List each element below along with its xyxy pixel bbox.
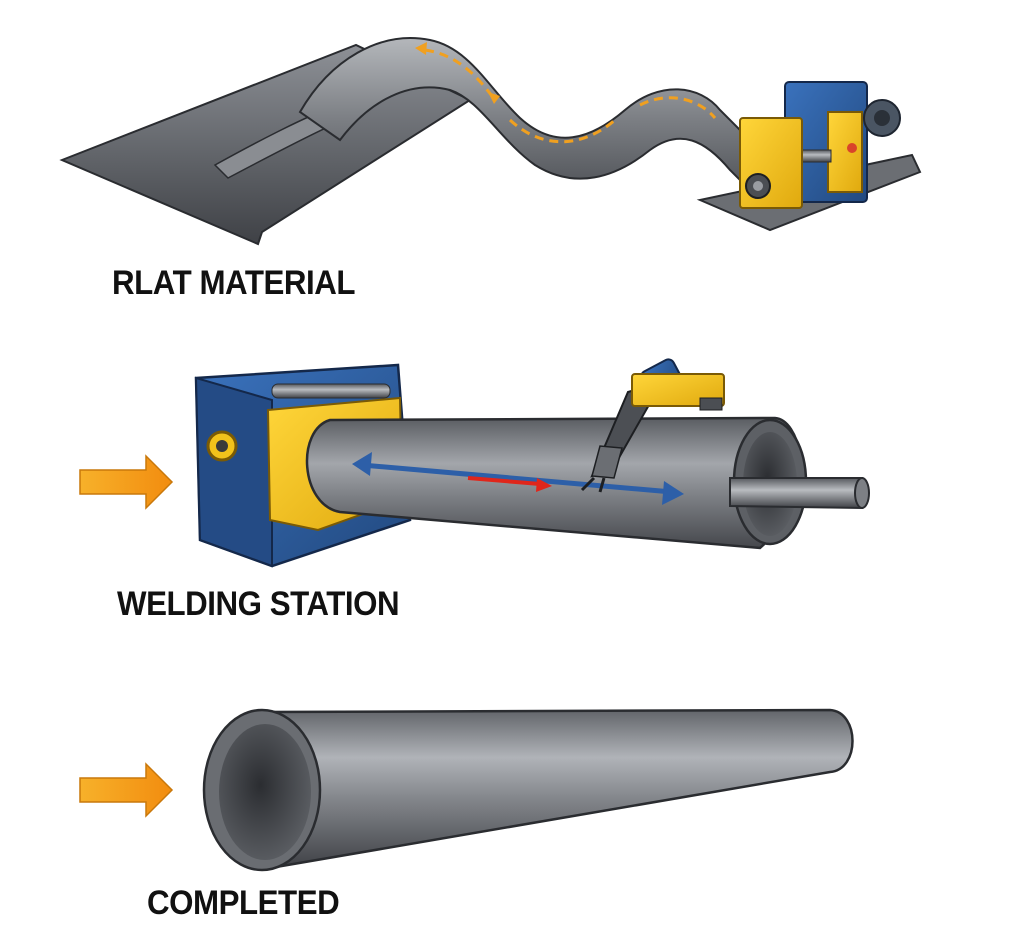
forming-machine-yellow-plate (827, 111, 863, 193)
mandrel-rod (729, 477, 863, 510)
flow-arrow-welding (79, 454, 174, 510)
caption-flat-material: RLAT MATERIAL (112, 264, 356, 302)
carriage-wheel (699, 397, 723, 411)
completed-pipe-illustration (79, 708, 854, 872)
caption-completed: COMPLETED (147, 884, 340, 922)
welding-torch-tip (591, 445, 623, 479)
housing-side (194, 376, 273, 568)
flow-arrow-completed (79, 762, 174, 818)
completed-pipe-bore (219, 724, 311, 860)
indicator-light (847, 143, 857, 153)
strip-arrow-head-2 (488, 92, 500, 104)
flat-material-illustration (59, 37, 922, 246)
motor-shaft (874, 110, 890, 126)
caption-welding-station: WELDING STATION (117, 585, 400, 623)
torch-electrodes (580, 476, 606, 493)
seam-arrow-left (352, 452, 372, 476)
welding-station-illustration (79, 358, 870, 568)
weld-seam-line (359, 462, 675, 495)
weld-direction-arrow-head (536, 478, 552, 492)
station-top-roller (271, 383, 391, 399)
completed-pipe-body (258, 708, 854, 870)
seam-arrow-right (662, 481, 684, 505)
strip-arrow-head-1 (415, 42, 427, 55)
weld-direction-arrow (467, 476, 541, 486)
